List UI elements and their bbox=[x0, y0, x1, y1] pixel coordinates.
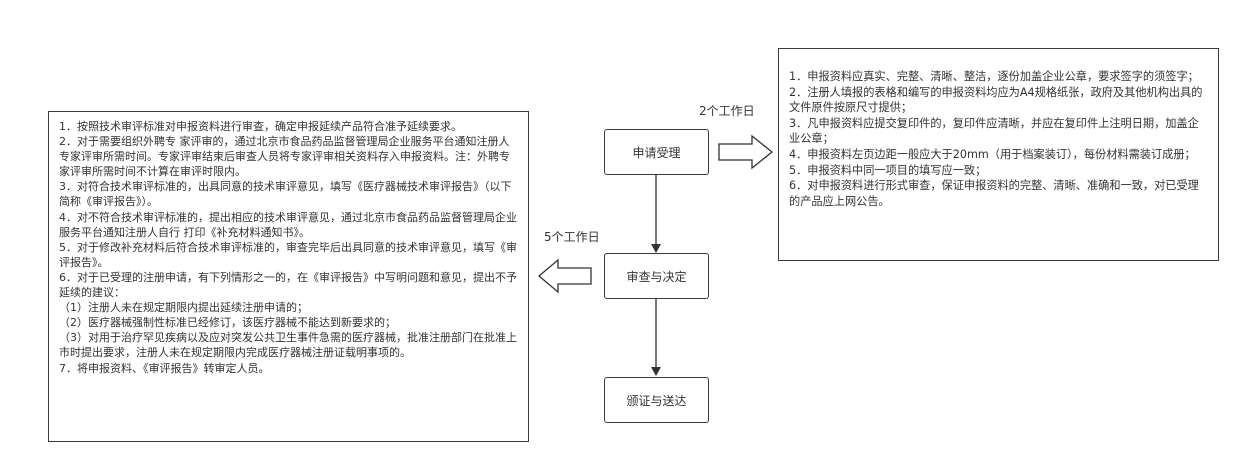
time-label-review: 5个工作日 bbox=[544, 230, 600, 244]
review-note-2: 2．对于需要组织外聘专 家评审的，通过北京市食品药品监督管理局企业服务平台通知注… bbox=[59, 135, 510, 179]
arrowhead-accept-to-review bbox=[651, 244, 661, 253]
review-note-3: 3．对符合技术审评标准的，出具同意的技术审评意见，填写《医疗器械技术审评报告》（… bbox=[59, 180, 512, 209]
step-review: 审查与决定 bbox=[604, 253, 709, 299]
review-note-4: 4．对不符合技术审评标准的，提出相应的技术审评意见，通过北京市食品药品监督管理局… bbox=[59, 210, 517, 239]
review-note-6-1: （1）注册人未在规定期限内提出延续注册申请的； bbox=[59, 301, 308, 315]
review-procedure-box: 1．按照技术审评标准对申报资料进行审查，确定申报延续产品符合准予延续要求。 2．… bbox=[48, 111, 529, 442]
step-issue: 颁证与送达 bbox=[604, 377, 709, 423]
review-note-7: 7．将申报资料、《审评报告》转审定人员。 bbox=[59, 361, 270, 375]
accept-note-3: 3．凡申报资料应提交复印件的，复印件应清晰，并应在复印件上注明日期，加盖企业公章… bbox=[789, 116, 1199, 146]
accept-note-4: 4．申报资料左页边距一般应大于20mm（用于档案装订），每份材料需装订成册； bbox=[789, 147, 1196, 161]
time-label-accept: 2个工作日 bbox=[699, 104, 755, 118]
accept-note-1: 1．申报资料应真实、完整、清晰、整洁，逐份加盖企业公章，要求签字的须签字； bbox=[789, 70, 1199, 83]
step-accept-label: 申请受理 bbox=[632, 145, 681, 160]
block-arrow-left bbox=[537, 258, 592, 294]
step-issue-label: 颁证与送达 bbox=[626, 393, 687, 408]
accept-note-5: 5．申报资料中同一项目的填写应一致； bbox=[789, 163, 987, 177]
review-note-5: 5．对于修改补充材料后符合技术审评标准的，审查完毕后出具同意的技术审评意见，填写… bbox=[59, 240, 517, 269]
review-note-6-2: （2）医疗器械强制性标准已经修订，该医疗器械不能达到新要求的； bbox=[59, 316, 396, 330]
review-note-6-3: （3）对用于治疗罕见疾病以及应对突发公共卫生事件急需的医疗器械，批准注册部门在批… bbox=[59, 331, 517, 360]
arrowhead-review-to-issue bbox=[651, 367, 661, 376]
accept-note-6: 6．对申报资料进行形式审查，保证申报资料的完整、清晰、准确和一致，对已受理的产品… bbox=[789, 179, 1199, 208]
step-review-label: 审查与决定 bbox=[626, 269, 687, 284]
accept-requirements-box: 1．申报资料应真实、完整、清晰、整洁，逐份加盖企业公章，要求签字的须签字； 2．… bbox=[778, 48, 1219, 261]
accept-note-2: 2．注册人填报的表格和编写的申报资料均应为A4规格纸张，政府及其他机构出具的文件… bbox=[789, 85, 1203, 115]
review-note-6: 6．对于已受理的注册申请，有下列情形之一的，在《审评报告》中写明问题和意见，提出… bbox=[59, 270, 517, 300]
review-note-1: 1．按照技术审评标准对申报资料进行审查，确定申报延续产品符合准予延续要求。 bbox=[59, 120, 462, 133]
block-arrow-right bbox=[718, 134, 774, 170]
step-accept: 申请受理 bbox=[604, 129, 709, 175]
